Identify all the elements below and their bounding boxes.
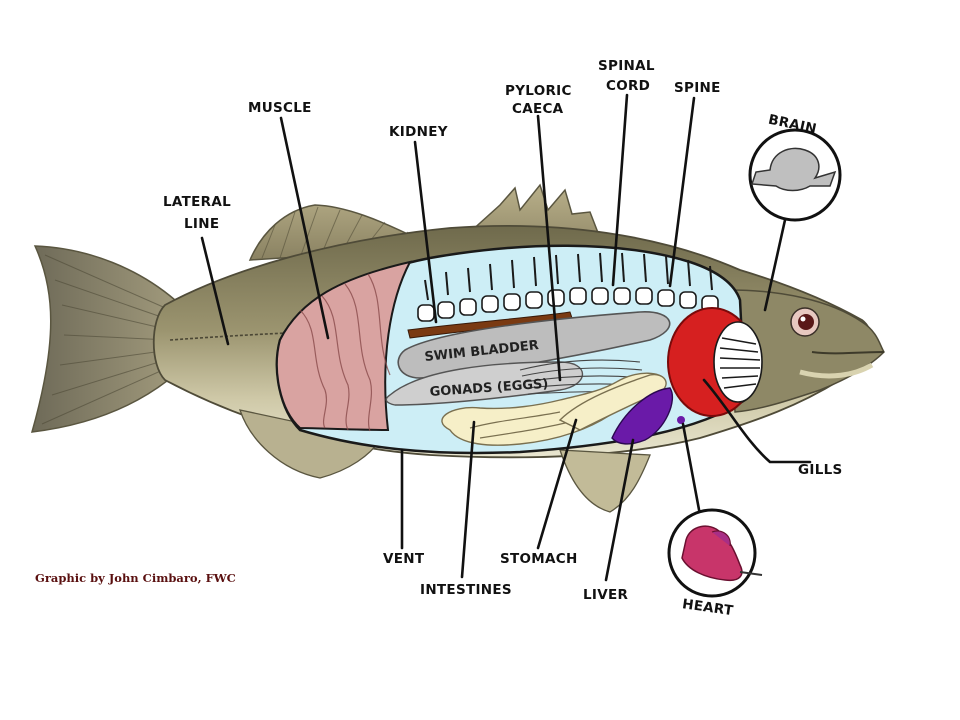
- brain-icon: [750, 147, 837, 192]
- anal-fin: [559, 449, 651, 513]
- stomach: [558, 373, 667, 431]
- liver: [611, 387, 674, 445]
- spine-label: SPINE: [674, 80, 721, 96]
- pyloric-caeca-label-line2: CAECA: [512, 101, 564, 117]
- heart-label: HEART: [681, 596, 735, 619]
- lateral-line-label-line2: LINE: [184, 216, 219, 232]
- pyloric-caeca-label-line1: PYLORIC: [505, 83, 572, 99]
- caudal-fin: [30, 245, 179, 433]
- swim-bladder: [397, 311, 671, 379]
- gills-label: GILLS: [798, 462, 843, 478]
- body-cavity: [275, 244, 763, 455]
- lateral-line-label-line1: LATERAL: [163, 194, 231, 210]
- heart-inset: [667, 508, 763, 598]
- brain-inset: [748, 128, 842, 222]
- spinal-cord-label-line1: SPINAL: [598, 58, 655, 74]
- ribs: [424, 252, 713, 301]
- liver-label: LIVER: [583, 587, 628, 603]
- muscle-tissue: [276, 260, 412, 432]
- stomach-label: STOMACH: [500, 551, 578, 567]
- spine-vertebrae: [417, 287, 719, 322]
- credit-text: Graphic by John Cimbaro, FWC: [35, 571, 236, 585]
- leader-lines: [200, 93, 812, 582]
- pelvic-fin: [239, 409, 382, 479]
- spinal-cord-label-line2: CORD: [606, 78, 650, 94]
- gills: [667, 307, 763, 417]
- heart-dot: [677, 416, 685, 424]
- intestines-label: INTESTINES: [420, 582, 512, 598]
- gonads: [385, 361, 584, 406]
- vent-label: VENT: [383, 551, 425, 567]
- muscle-label: MUSCLE: [248, 100, 312, 116]
- kidney-label: KIDNEY: [389, 124, 448, 140]
